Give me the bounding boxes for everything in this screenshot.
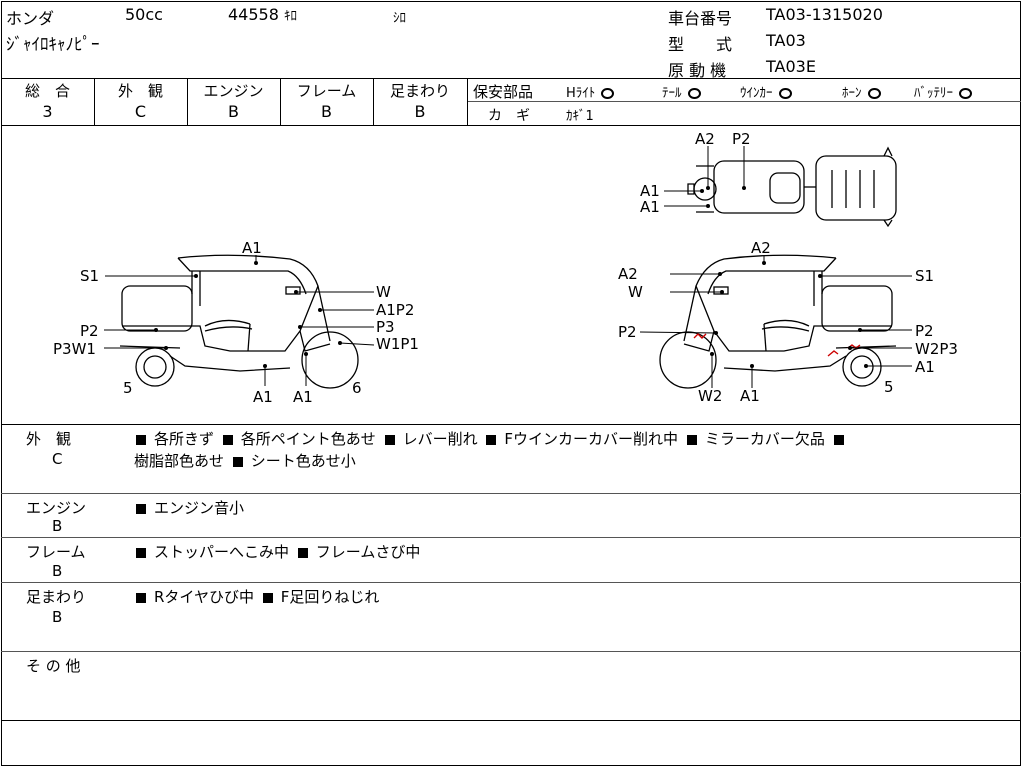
remark-items-suspension: Rタイヤひび中 F足回りねじれ bbox=[132, 586, 379, 607]
diagram-label: A2 bbox=[695, 130, 715, 148]
diagram-label: 5 bbox=[123, 379, 133, 397]
diagram-label: A2 bbox=[751, 239, 771, 257]
diagram-label: P2 bbox=[915, 322, 934, 340]
type-label: 型 式 bbox=[668, 35, 733, 54]
ok-circle-icon bbox=[959, 88, 972, 99]
diagram-label: A1P2 bbox=[376, 301, 414, 319]
left-side-scooter-drawing bbox=[119, 254, 359, 389]
diagram-label: 6 bbox=[352, 379, 362, 397]
key-label: カ ギ bbox=[488, 108, 530, 124]
diagram-label: S1 bbox=[915, 267, 934, 285]
maker: ホンダ bbox=[6, 9, 55, 28]
diagram-label: P3 bbox=[376, 318, 395, 336]
grade-value-total: 3 bbox=[42, 102, 53, 121]
remark-label-frame: フレーム bbox=[26, 543, 86, 561]
safety-winker: ｳｲﾝｶｰ bbox=[740, 82, 792, 101]
ok-circle-icon bbox=[601, 88, 615, 99]
diagram-label: P2 bbox=[618, 323, 637, 341]
diagram-label: P3W1 bbox=[53, 340, 96, 358]
leader-lines bbox=[104, 146, 912, 388]
diagram-label: W2P3 bbox=[915, 340, 958, 358]
bullet-square-icon bbox=[384, 434, 395, 445]
grade-value-engine: B bbox=[228, 102, 239, 121]
bullet-square-icon bbox=[136, 547, 146, 558]
grade-label-frame: フレーム bbox=[296, 82, 357, 100]
bullet-square-icon bbox=[686, 434, 697, 445]
bullet-square-icon bbox=[222, 434, 233, 445]
bullet-square-icon bbox=[136, 503, 146, 514]
grade-table-mid bbox=[468, 101, 1021, 102]
diagram-label: A2 bbox=[618, 265, 638, 283]
grade-value-frame: B bbox=[321, 102, 332, 121]
frame-no: TA03-1315020 bbox=[766, 5, 883, 24]
ok-circle-icon bbox=[778, 88, 792, 99]
displacement: 50cc bbox=[125, 5, 163, 24]
leader-dots bbox=[154, 186, 868, 368]
bullet-square-icon bbox=[232, 456, 243, 467]
diagram-label: W2 bbox=[698, 387, 722, 405]
remark-label-other: そ の 他 bbox=[26, 657, 81, 675]
diagram-label: A1 bbox=[640, 182, 660, 200]
bullet-square-icon bbox=[262, 592, 273, 603]
diagram-label: A1 bbox=[915, 358, 935, 376]
safety-headlight: Hﾗｲﾄ bbox=[566, 82, 615, 101]
diagram-label: A1 bbox=[293, 388, 313, 406]
bullet-square-icon bbox=[833, 434, 844, 445]
grade-label-engine: エンジン bbox=[203, 82, 264, 100]
ok-circle-icon bbox=[687, 88, 701, 99]
mileage-unit: ｷﾛ bbox=[284, 9, 297, 24]
remark-grade-frame: B bbox=[52, 562, 63, 580]
frame-no-label: 車台番号 bbox=[668, 9, 733, 28]
diagram-label: P2 bbox=[80, 322, 99, 340]
grade-label-total: 総 合 bbox=[24, 82, 70, 100]
model-name: ｼﾞｬｲﾛｷｬﾉﾋﾟｰ bbox=[6, 35, 100, 55]
damage-diagram: A1 S1 W A1P2 P3 P2 P3W1 W1P1 5 A1 A1 6 A… bbox=[53, 130, 958, 406]
grade-value-exterior: C bbox=[134, 102, 147, 121]
remark-grade-suspension: B bbox=[52, 608, 63, 626]
key-value: ｶｷﾞ1 bbox=[566, 109, 594, 124]
bullet-square-icon bbox=[136, 434, 146, 445]
diagram-label: A1 bbox=[253, 388, 273, 406]
diagram-label: A1 bbox=[640, 198, 660, 216]
color: ｼﾛ bbox=[393, 11, 406, 26]
remark-grade-engine: B bbox=[52, 517, 63, 535]
grade-table-bottom bbox=[1, 125, 1021, 126]
remark-items-frame: ストッパーへこみ中 フレームさび中 bbox=[132, 541, 420, 562]
diagram-label: W bbox=[628, 283, 643, 301]
ok-circle-icon bbox=[867, 88, 881, 99]
remark-items-engine: エンジン音小 bbox=[132, 497, 244, 518]
diagram-label: S1 bbox=[80, 267, 99, 285]
right-side-scooter-drawing bbox=[659, 254, 897, 389]
safety-battery: ﾊﾞｯﾃﾘｰ bbox=[914, 82, 972, 101]
safety-label: 保安部品 bbox=[473, 83, 534, 101]
remark-label-engine: エンジン bbox=[26, 499, 87, 517]
diagram-label: W1P1 bbox=[376, 335, 419, 353]
mileage-value: 44558 bbox=[228, 5, 279, 24]
diagram-label: P2 bbox=[732, 130, 751, 148]
diagram-label: W bbox=[376, 283, 391, 301]
grade-table-top bbox=[1, 78, 1021, 79]
bullet-square-icon bbox=[297, 547, 308, 558]
engine-value: TA03E bbox=[766, 57, 816, 76]
bullet-square-icon bbox=[486, 434, 497, 445]
safety-horn: ﾎｰﾝ bbox=[842, 82, 881, 101]
diagram-label: A1 bbox=[740, 387, 760, 405]
type-value: TA03 bbox=[766, 31, 806, 50]
top-view-scooter-drawing bbox=[687, 146, 897, 228]
diagram-label: A1 bbox=[242, 239, 262, 257]
remark-label-exterior: 外 観 bbox=[26, 430, 72, 448]
remark-label-suspension: 足まわり bbox=[26, 588, 87, 606]
diagram-label: 5 bbox=[884, 378, 894, 396]
remark-items-exterior: 各所きず 各所ペイント色あせ レバー削れ Fウインカーカバー削れ中 ミラーカバー… bbox=[132, 428, 852, 449]
grade-value-suspension: B bbox=[414, 102, 426, 121]
remark-items-exterior-line2: 樹脂部色あせ シート色あせ小 bbox=[134, 452, 356, 470]
engine-label: 原 動 機 bbox=[668, 61, 727, 80]
grade-label-suspension: 足まわり bbox=[389, 82, 450, 100]
remark-grade-exterior: C bbox=[52, 450, 63, 468]
grade-label-exterior: 外 観 bbox=[117, 82, 163, 100]
safety-tail: ﾃｰﾙ bbox=[662, 82, 701, 101]
mileage: 44558 ｷﾛ bbox=[228, 5, 297, 24]
bullet-square-icon bbox=[136, 592, 146, 603]
